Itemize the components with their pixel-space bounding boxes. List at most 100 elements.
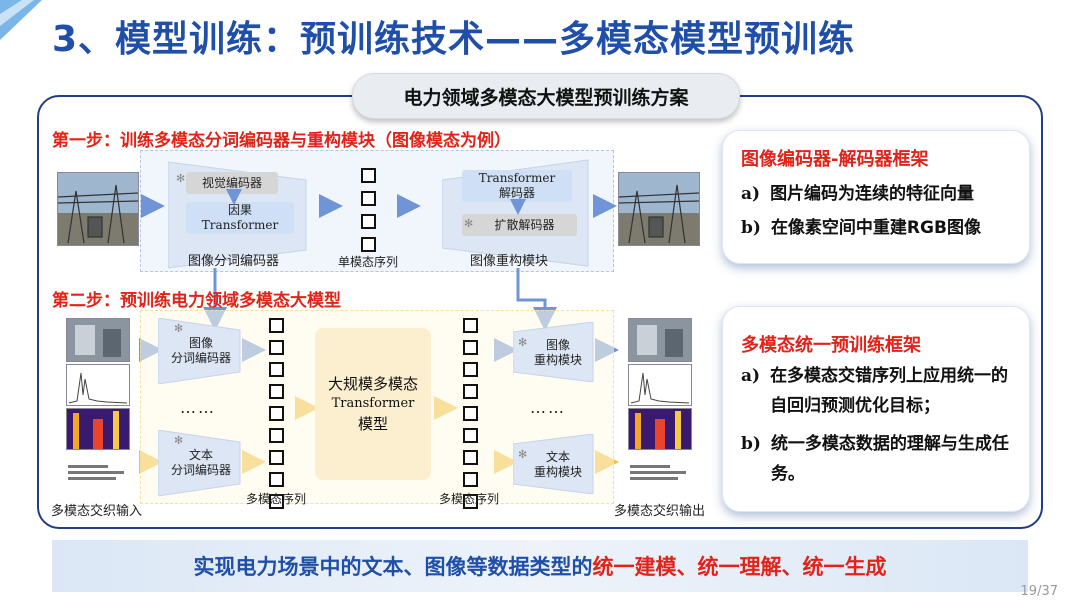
snowflake-icon: ✻ xyxy=(174,434,184,447)
transformer-decoder-box xyxy=(462,170,572,202)
causal-label: 因果 xyxy=(227,203,252,217)
summary-bar: 实现电力场景中的文本、图像等数据类型的统一建模、统一理解、统一生成 xyxy=(52,540,1028,592)
card1-item-b-text: 在像素空间中重建RGB图像 xyxy=(770,218,981,238)
token xyxy=(463,318,478,333)
waveform-chart-input xyxy=(66,364,130,406)
multimodal-sequence-right xyxy=(463,318,478,509)
diffusion-decoder-box xyxy=(462,214,577,236)
token xyxy=(463,428,478,443)
token xyxy=(269,450,284,465)
card1-item-b: b) 在像素空间中重建RGB图像 xyxy=(741,213,981,243)
single-seq-label: 单模态序列 xyxy=(338,255,399,269)
decoder-transformer-label: Transformer xyxy=(478,171,556,185)
visual-encoder-box xyxy=(186,172,278,194)
token xyxy=(269,340,284,355)
transformer-label: Transformer xyxy=(201,218,279,232)
txt-recon-shape xyxy=(513,434,594,494)
token xyxy=(269,362,284,377)
token xyxy=(269,384,284,399)
big-model-line-3: 模型 xyxy=(357,415,388,433)
token xyxy=(463,494,478,509)
token xyxy=(463,384,478,399)
thermal-image-input xyxy=(66,408,130,450)
snowflake-icon: ✻ xyxy=(464,217,474,230)
card2-item-a-key: a) xyxy=(741,366,761,386)
substation-photo-input xyxy=(57,172,139,246)
text-lines-icon xyxy=(68,462,124,483)
img-recon-label-2: 重构模块 xyxy=(533,353,582,367)
card2-item-b-text: 统一多模态数据的理解与生成任务。 xyxy=(770,434,1009,484)
img-recon-label-1: 图像 xyxy=(545,338,570,352)
causal-transformer-box xyxy=(186,202,294,234)
token xyxy=(269,428,284,443)
token xyxy=(463,450,478,465)
indoor-photo-output xyxy=(628,318,692,362)
unified-pretrain-card: 多模态统一预训练框架 a) 在多模态交错序列上应用统一的自回归预测优化目标； b)… xyxy=(722,306,1030,512)
waveform-chart-output xyxy=(628,364,692,406)
token xyxy=(361,168,376,183)
page-number: 19/37 xyxy=(1020,584,1058,599)
thermal-image-output xyxy=(628,408,692,450)
snowflake-icon: ✻ xyxy=(174,322,184,335)
summary-prefix: 实现电力场景中的文本、图像等数据类型的 xyxy=(193,555,593,579)
multimodal-sequence-left xyxy=(269,318,284,509)
txt-recon-label-2: 重构模块 xyxy=(533,465,582,479)
diffusion-decoder-label: 扩散解码器 xyxy=(494,218,555,232)
card2-item-b-key: b) xyxy=(741,434,761,454)
card1-item-a-text: 图片编码为连续的特征向量 xyxy=(770,184,975,204)
big-model-line-2: Transformer xyxy=(331,396,415,411)
big-model-line-1: 大规模多模态 xyxy=(327,375,418,393)
txt-tokenizer-label-2: 分词编码器 xyxy=(170,463,231,477)
card1-title: 图像编码器-解码器框架 xyxy=(741,149,929,170)
txt-tokenizer-shape xyxy=(158,430,241,496)
tokenizer-label: 图像分词编码器 xyxy=(188,254,280,269)
ellipsis-right: …… xyxy=(530,398,566,417)
single-modal-sequence xyxy=(361,168,376,252)
token xyxy=(463,340,478,355)
summary-highlight-3: 统一生成 xyxy=(802,555,887,579)
card2-item-a-text: 在多模态交错序列上应用统一的自回归预测优化目标； xyxy=(770,366,1009,416)
indoor-photo-input xyxy=(66,318,130,362)
token xyxy=(269,318,284,333)
token xyxy=(463,362,478,377)
text-lines-icon xyxy=(630,462,686,483)
step2-title: 第二步：预训练电力领域多模态大模型 xyxy=(52,291,341,311)
snowflake-icon: ✻ xyxy=(518,336,528,349)
snowflake-icon: ✻ xyxy=(176,172,186,185)
token xyxy=(269,494,284,509)
ellipsis-left: …… xyxy=(180,398,216,417)
substation-photo-output xyxy=(618,172,700,246)
token xyxy=(463,472,478,487)
card1-item-a-key: a) xyxy=(741,184,761,204)
token xyxy=(361,191,376,206)
summary-text: 实现电力场景中的文本、图像等数据类型的统一建模、统一理解、统一生成 xyxy=(194,551,887,581)
token xyxy=(269,406,284,421)
summary-highlight-2: 统一理解 xyxy=(697,555,782,579)
corner-decoration xyxy=(0,0,42,40)
output-label: 多模态交织输出 xyxy=(614,504,706,519)
snowflake-icon: ✻ xyxy=(518,448,528,461)
card1-item-a: a) 图片编码为连续的特征向量 xyxy=(741,179,974,209)
img-tokenizer-shape xyxy=(158,318,241,384)
decoder-label: 解码器 xyxy=(498,186,535,200)
large-multimodal-transformer: 大规模多模态 Transformer 模型 xyxy=(315,328,431,480)
visual-encoder-label: 视觉编码器 xyxy=(201,176,262,190)
token xyxy=(463,406,478,421)
summary-highlight-1: 统一建模 xyxy=(592,555,677,579)
encoder-decoder-card: 图像编码器-解码器框架 a) 图片编码为连续的特征向量 b) 在像素空间中重建RGB… xyxy=(722,130,1030,264)
txt-recon-label-1: 文本 xyxy=(545,450,570,464)
card2-item-b: b) 统一多模态数据的理解与生成任务。 xyxy=(741,429,1017,489)
summary-separator-2: 、 xyxy=(781,555,803,579)
card2-title: 多模态统一预训练框架 xyxy=(741,335,921,356)
page-title: 3、模型训练：预训练技术——多模态模型预训练 xyxy=(52,19,856,60)
input-label: 多模态交织输入 xyxy=(51,504,143,519)
token xyxy=(361,237,376,252)
seq-label-left: 多模态序列 xyxy=(246,492,307,506)
seq-label-right: 多模态序列 xyxy=(439,492,500,506)
img-tokenizer-label-2: 分词编码器 xyxy=(170,351,231,365)
card1-item-b-key: b) xyxy=(741,218,761,238)
txt-tokenizer-label-1: 文本 xyxy=(188,448,213,462)
token xyxy=(269,472,284,487)
img-tokenizer-label-1: 图像 xyxy=(188,336,213,350)
step1-title: 第一步：训练多模态分词编码器与重构模块（图像模态为例） xyxy=(52,131,511,151)
